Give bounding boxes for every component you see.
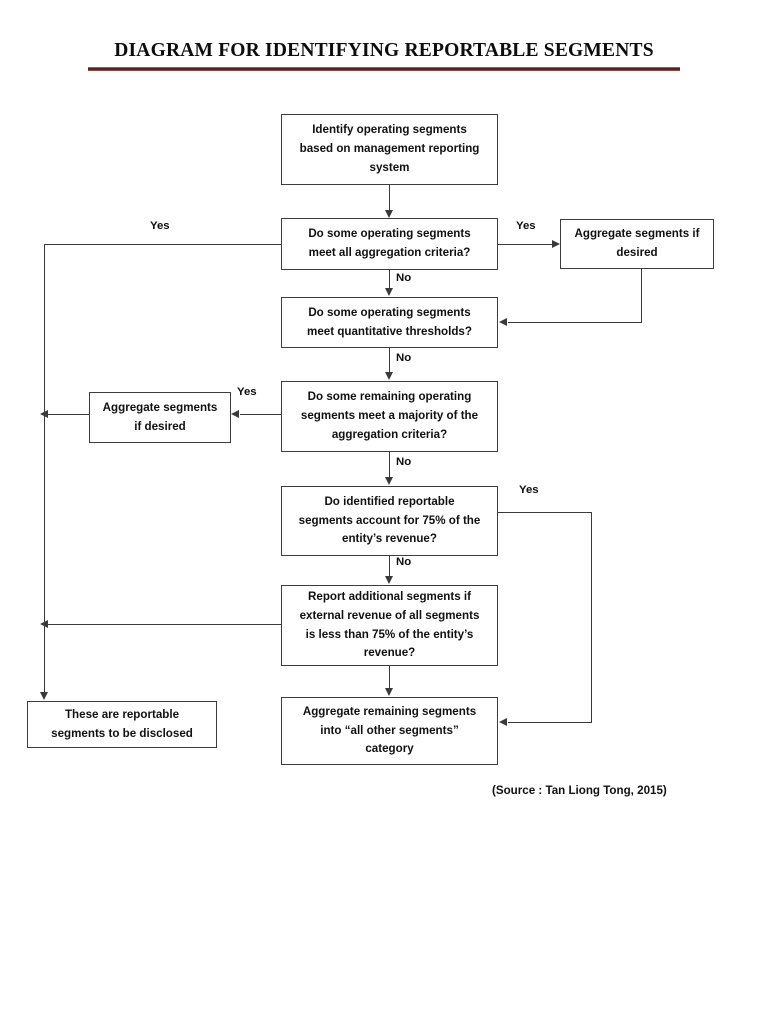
arrowhead-left-into-aggregate-left [231, 409, 239, 418]
node-line-2: segments account for 75% of the [298, 513, 481, 527]
node-line-1: Do identified reportable [324, 494, 455, 508]
node-quantitative-thresholds-question: Do some operating segments meet quantita… [281, 297, 498, 348]
node-line-3: is less than 75% of the entity’s [305, 627, 474, 641]
connector-aggregation-no-to-thresholds [389, 270, 390, 289]
connector-majority-yes-to-left-box [240, 414, 281, 415]
node-line-2: meet quantitative thresholds? [307, 324, 472, 338]
node-line-1: Aggregate segments [102, 400, 218, 414]
arrowhead-down-to-reportable-outcome [39, 692, 48, 700]
node-line-3: system [369, 160, 410, 174]
edge-label-no-after-seventy-five: No [396, 556, 412, 568]
rule-top-line [88, 67, 680, 68]
node-line-2: based on management reporting [299, 142, 480, 156]
node-line-2: meet all aggregation criteria? [308, 246, 471, 259]
node-line-3: aggregation criteria? [331, 427, 448, 441]
node-line-1: Identify operating segments [312, 123, 467, 137]
node-line-4: revenue? [363, 646, 416, 660]
node-line-3: entity’s revenue? [342, 532, 437, 546]
node-identify-operating-segments: Identify operating segments based on man… [281, 114, 498, 185]
arrowhead-down-to-majority [384, 372, 393, 380]
node-report-additional-segments: Report additional segments if external r… [281, 585, 498, 666]
node-aggregate-remaining-segments: Aggregate remaining segments into “all o… [281, 697, 498, 765]
page-title: DIAGRAM FOR IDENTIFYING REPORTABLE SEGME… [114, 40, 654, 61]
edge-label-yes-right-top: Yes [516, 220, 536, 232]
node-line-1: Do some operating segments [308, 227, 471, 241]
arrowhead-down-to-aggregation [384, 210, 393, 218]
node-line-2: segments meet a majority of the [300, 409, 479, 423]
node-aggregate-segments-if-desired-right: Aggregate segments if desired [560, 219, 714, 269]
node-line-1: Do some operating segments [308, 305, 471, 319]
arrowhead-left-into-thresholds [499, 317, 507, 326]
node-majority-criteria-question: Do some remaining operating segments mee… [281, 381, 498, 452]
arrowhead-down-to-report-additional [384, 576, 393, 584]
node-line-1: Aggregate remaining segments [302, 704, 477, 718]
connector-seventy-five-no-to-report-additional [389, 556, 390, 577]
edge-label-yes-majority: Yes [237, 386, 257, 398]
connector-aggregation-left-yes-horizontal [44, 244, 281, 245]
node-line-1: Do some remaining operating [307, 390, 472, 404]
connector-aggregation-yes-to-right-box [498, 244, 552, 245]
edge-label-yes-seventy-five: Yes [519, 484, 539, 496]
rule-middle-line [88, 68, 680, 70]
connector-right-box-back-to-thresholds [508, 322, 642, 323]
connector-identify-to-aggregation [389, 185, 390, 211]
arrowhead-left-into-spine-lower [40, 619, 48, 628]
arrowhead-left-into-spine-upper [40, 409, 48, 418]
connector-left-box-to-spine [44, 414, 89, 415]
source-attribution: (Source : Tan Liong Tong, 2015) [492, 784, 667, 797]
node-line-3: category [365, 742, 414, 756]
node-line-2: into “all other segments” [320, 723, 459, 737]
connector-thresholds-no-to-majority [389, 348, 390, 373]
node-line-2: segments to be disclosed [51, 726, 193, 740]
title-divider-rule [88, 67, 680, 72]
arrowhead-down-to-thresholds [384, 288, 393, 296]
edge-label-no-after-aggregation: No [396, 272, 412, 284]
arrowhead-down-to-seventy-five [384, 477, 393, 485]
node-line-2: if desired [134, 419, 186, 433]
edge-label-no-after-thresholds: No [396, 352, 412, 364]
connector-majority-no-to-seventy-five [389, 452, 390, 478]
connector-report-additional-to-aggregate-remaining [389, 666, 390, 688]
node-line-2: external revenue of all segments [299, 608, 480, 622]
connector-seventy-five-yes-down [591, 512, 592, 722]
node-aggregation-criteria-question: Do some operating segments meet all aggr… [281, 218, 498, 270]
arrowhead-left-into-aggregate-remaining [499, 717, 507, 726]
node-aggregate-segments-if-desired-left: Aggregate segments if desired [89, 392, 231, 443]
node-seventy-five-percent-question: Do identified reportable segments accoun… [281, 486, 498, 556]
connector-seventy-five-yes-right [498, 512, 592, 513]
connector-left-spine-vertical [44, 244, 45, 697]
arrowhead-down-to-aggregate-remaining [384, 688, 393, 696]
node-line-1: Report additional segments if [308, 589, 471, 603]
node-line-1: These are reportable [64, 707, 180, 721]
connector-seventy-five-yes-into-aggregate-remaining [508, 722, 592, 723]
node-reportable-segments-outcome: These are reportable segments to be disc… [27, 701, 217, 748]
node-line-1: Aggregate segments if [574, 227, 700, 241]
arrowhead-right-to-aggregate-box [552, 239, 560, 248]
edge-label-no-after-majority: No [396, 456, 412, 468]
connector-right-box-down [641, 269, 642, 323]
rule-bottom-line [88, 70, 680, 71]
connector-report-additional-to-spine [44, 624, 281, 625]
node-line-2: desired [616, 246, 658, 259]
edge-label-yes-left-top: Yes [150, 220, 170, 232]
